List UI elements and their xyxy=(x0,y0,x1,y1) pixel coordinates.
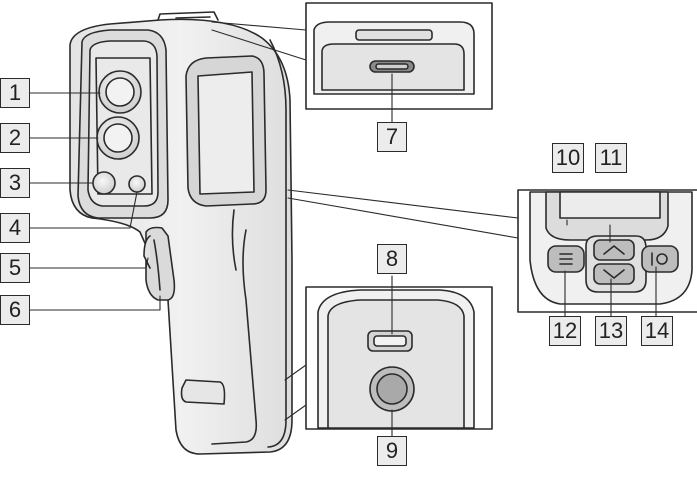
callout-8: 8 xyxy=(377,244,407,274)
top-ridge xyxy=(157,11,219,21)
callout-9: 9 xyxy=(377,436,407,466)
grip-groove xyxy=(211,229,258,445)
callout-6: 6 xyxy=(0,295,30,325)
callout-13: 13 xyxy=(595,316,627,346)
callout-2: 2 xyxy=(0,123,30,153)
callout-14: 14 xyxy=(641,316,673,346)
callout-12: 12 xyxy=(549,316,581,346)
callout-1: 1 xyxy=(0,78,30,108)
leader-lines xyxy=(29,21,657,439)
callout-7: 7 xyxy=(377,122,407,152)
trigger xyxy=(145,226,176,301)
callout-4: 4 xyxy=(0,213,30,243)
down-button xyxy=(593,263,635,285)
grip-edge xyxy=(267,39,287,448)
callout-11: 11 xyxy=(595,143,627,173)
sensor-3 xyxy=(92,171,116,195)
callout-10: 10 xyxy=(552,143,584,173)
led-4 xyxy=(128,175,146,193)
callout-3: 3 xyxy=(0,168,30,198)
power-button xyxy=(641,245,679,273)
callout-5: 5 xyxy=(0,253,30,283)
up-button xyxy=(593,239,635,261)
battery-cover xyxy=(180,379,226,405)
